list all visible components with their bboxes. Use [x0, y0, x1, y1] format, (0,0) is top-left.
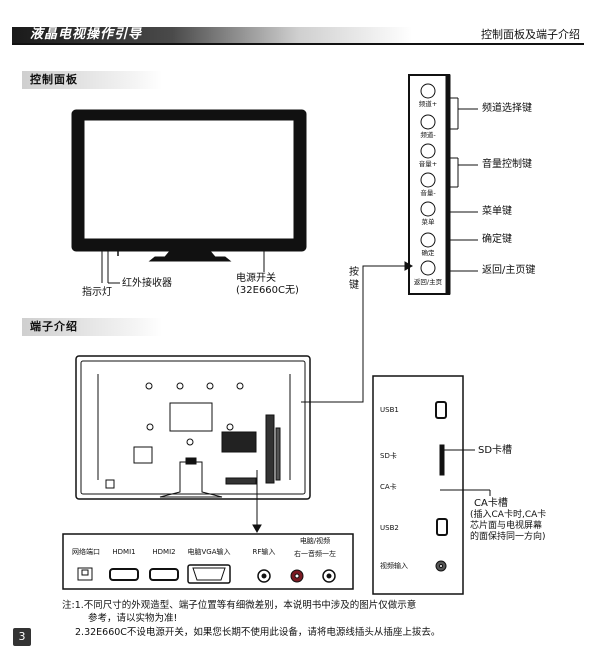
port-label-ca: CA卡	[380, 483, 397, 491]
power-switch-label: 电源开关	[236, 273, 276, 284]
port-label-vga: 电脑VGA输入	[187, 548, 231, 556]
callout-channel-keys: 频道选择键	[482, 103, 532, 114]
page-number: 3	[13, 628, 31, 646]
callout-back-home-key: 返回/主页键	[482, 265, 536, 276]
callout-volume-keys: 音量控制键	[482, 159, 532, 170]
note-line-2: 参考，请以实物为准!	[88, 613, 178, 624]
note-line-3: 2.32E660C不设电源开关，如果您长期不使用此设备，请将电源线插头从插座上拔…	[75, 627, 441, 638]
ca-slot-note-line-2: 芯片面与电视屏幕	[470, 521, 543, 531]
tv-back-illustration	[75, 355, 311, 500]
button-label-volume-down: 音量-	[420, 189, 436, 197]
callout-ok-key: 确定键	[482, 234, 512, 245]
port-label-hdmi1: HDMI1	[112, 548, 136, 556]
keys-label-char-2: 键	[349, 280, 359, 291]
sd-slot-callout: SD卡槽	[478, 445, 513, 456]
callout-menu-key: 菜单键	[482, 206, 512, 217]
side-port-box	[372, 375, 464, 595]
port-label-video-in: 视频输入	[380, 562, 408, 570]
port-label-usb1: USB1	[380, 406, 399, 414]
header-left-title: 液晶电视操作引导	[30, 27, 143, 42]
button-label-channel-up: 频道+	[418, 100, 438, 108]
bottom-port-box	[62, 533, 354, 590]
indicator-light-label: 指示灯	[82, 287, 112, 298]
port-label-network: 网络端口	[72, 548, 100, 556]
port-label-audio-rl: 右一音频一左	[294, 550, 336, 558]
tv-front-illustration	[71, 109, 307, 262]
button-label-volume-up: 音量+	[418, 160, 438, 168]
header-rule	[12, 43, 584, 45]
header-right-title: 控制面板及端子介绍	[481, 28, 580, 41]
control-panel-section-title: 控制面板	[30, 73, 78, 86]
control-panel-section-bar: 控制面板	[22, 71, 162, 89]
header-band	[12, 27, 584, 43]
ca-slot-callout-title: CA卡槽	[474, 498, 508, 509]
note-line-1: 注:1.不同尺寸的外观造型、端子位置等有细微差别，本说明书中涉及的图片仅做示意	[62, 600, 417, 611]
port-label-usb2: USB2	[380, 524, 399, 532]
button-label-back-home: 返回/主页	[413, 278, 443, 286]
port-label-sd: SD卡	[380, 452, 397, 460]
ca-slot-note-line-3: 的面保持同一方向)	[470, 532, 546, 542]
port-label-hdmi2: HDMI2	[152, 548, 176, 556]
terminals-section-bar: 端子介绍	[22, 318, 162, 336]
button-label-ok: 确定	[421, 249, 435, 257]
button-label-menu: 菜单	[421, 218, 435, 226]
button-panel-illustration	[408, 74, 451, 295]
keys-label-char-1: 按	[349, 267, 359, 278]
port-label-rf: RF输入	[252, 548, 276, 556]
ir-receiver-label: 红外接收器	[122, 278, 172, 289]
button-label-channel-down: 频道-	[420, 131, 436, 139]
power-switch-note: (32E660C无)	[236, 285, 299, 296]
terminals-section-title: 端子介绍	[30, 320, 78, 333]
ca-slot-note-line-1: (插入CA卡时,CA卡	[470, 510, 547, 520]
port-label-pc-video: 电脑/视频	[299, 537, 331, 545]
